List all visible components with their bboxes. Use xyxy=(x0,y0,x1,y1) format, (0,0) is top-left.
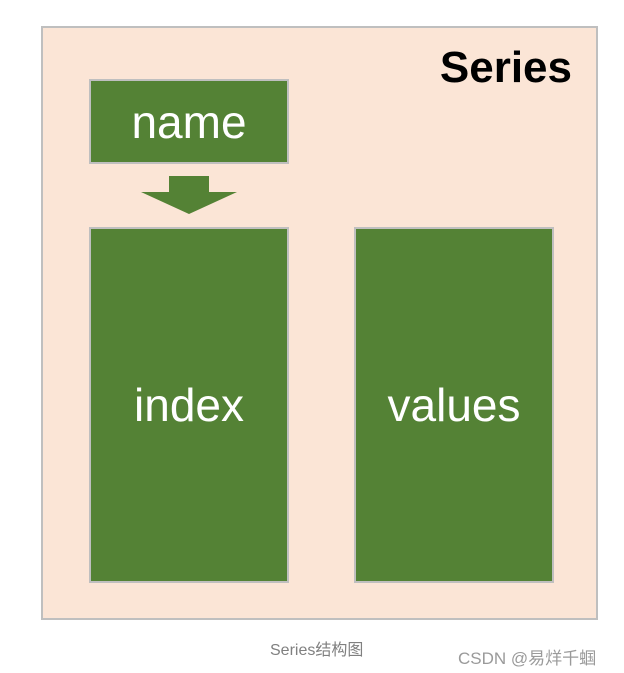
diagram-caption: Series结构图 xyxy=(270,642,364,659)
down-arrow-icon xyxy=(141,176,237,214)
series-diagram-frame: Series name index values xyxy=(41,26,598,620)
values-box: values xyxy=(354,227,554,583)
name-box-label: name xyxy=(131,95,247,148)
name-box: name xyxy=(89,79,289,164)
index-box-label: index xyxy=(134,379,244,431)
csdn-watermark: CSDN @易烊千蝈 xyxy=(458,649,597,668)
index-box: index xyxy=(89,227,289,583)
values-box-label: values xyxy=(387,379,521,431)
series-title: Series xyxy=(439,43,572,92)
